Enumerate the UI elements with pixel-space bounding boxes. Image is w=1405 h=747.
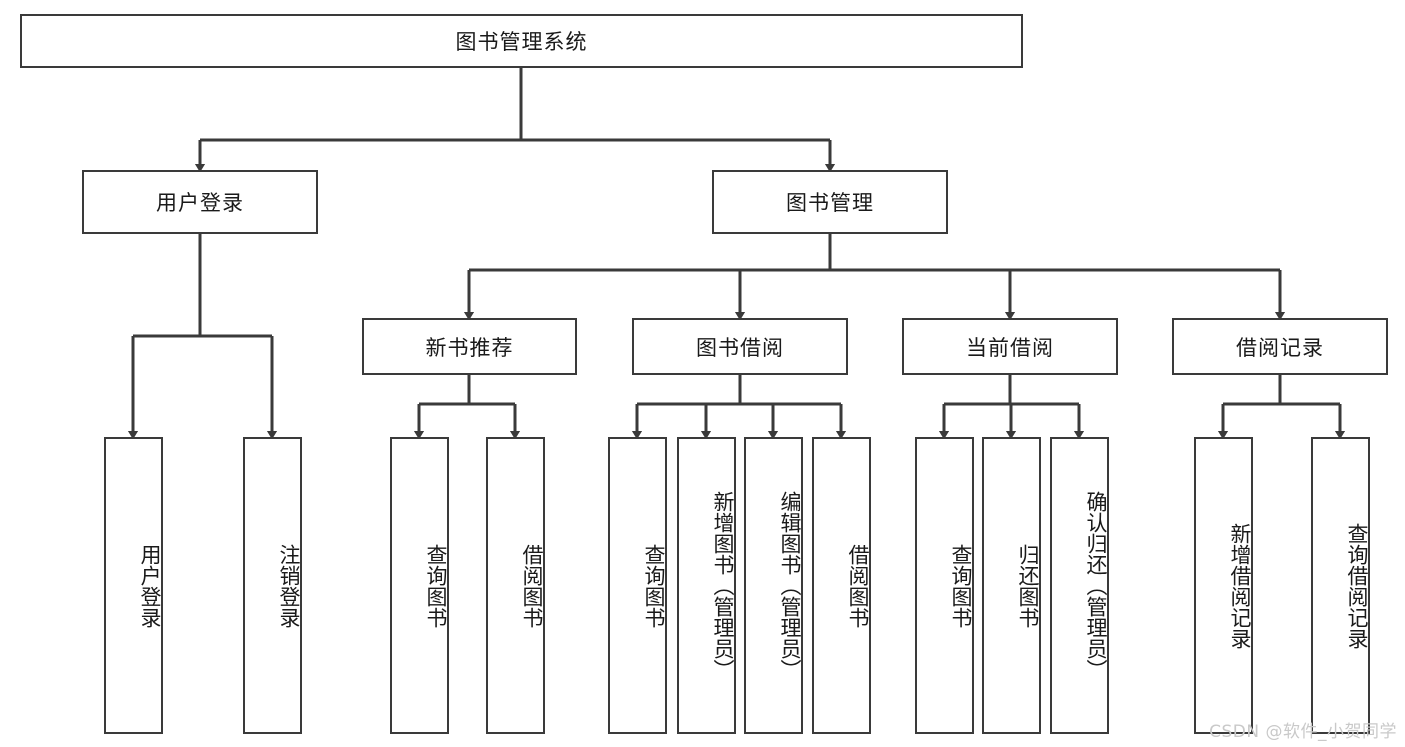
node-root-label: 图书管理系统 xyxy=(455,30,588,54)
leaf-current-confirm-return-label: 确认归还（管理员） xyxy=(1084,491,1108,680)
leaf-borrow-query[interactable]: 查询图书 xyxy=(608,437,667,734)
leaf-borrow-edit-book[interactable]: 编辑图书（管理员） xyxy=(744,437,803,734)
node-new-book-recommend-label: 新书推荐 xyxy=(425,335,514,360)
node-book-borrow[interactable]: 图书借阅 xyxy=(632,318,848,375)
leaf-user-login-signin-label: 用户登录 xyxy=(138,543,162,628)
leaf-borrow-borrow-book[interactable]: 借阅图书 xyxy=(812,437,871,734)
csdn-watermark: CSDN @软件_小贺同学 xyxy=(1209,722,1397,742)
node-current-borrow[interactable]: 当前借阅 xyxy=(902,318,1118,375)
node-current-borrow-label: 当前借阅 xyxy=(966,335,1054,360)
leaf-records-add[interactable]: 新增借阅记录 xyxy=(1194,437,1253,734)
node-user-login[interactable]: 用户登录 xyxy=(82,170,318,234)
leaf-current-return-label: 归还图书 xyxy=(1016,543,1040,628)
leaf-borrow-add-book-label: 新增图书（管理员） xyxy=(711,491,735,680)
node-root[interactable]: 图书管理系统 xyxy=(20,14,1023,68)
node-borrow-records-label: 借阅记录 xyxy=(1236,335,1324,360)
node-book-borrow-label: 图书借阅 xyxy=(696,335,784,360)
leaf-current-query-label: 查询图书 xyxy=(949,543,973,628)
leaf-new-book-borrow[interactable]: 借阅图书 xyxy=(486,437,545,734)
leaf-records-add-label: 新增借阅记录 xyxy=(1228,522,1252,649)
node-book-management-label: 图书管理 xyxy=(786,191,874,215)
leaf-user-login-signin[interactable]: 用户登录 xyxy=(104,437,163,734)
leaf-new-book-query-label: 查询图书 xyxy=(424,543,448,628)
leaf-current-query[interactable]: 查询图书 xyxy=(915,437,974,734)
leaf-user-login-signout[interactable]: 注销登录 xyxy=(243,437,302,734)
leaf-new-book-borrow-label: 借阅图书 xyxy=(520,543,544,628)
leaf-borrow-edit-book-label: 编辑图书（管理员） xyxy=(778,491,802,680)
leaf-records-query-label: 查询借阅记录 xyxy=(1345,522,1369,649)
leaf-records-query[interactable]: 查询借阅记录 xyxy=(1311,437,1370,734)
leaf-new-book-query[interactable]: 查询图书 xyxy=(390,437,449,734)
leaf-current-return[interactable]: 归还图书 xyxy=(982,437,1041,734)
leaf-current-confirm-return[interactable]: 确认归还（管理员） xyxy=(1050,437,1109,734)
node-new-book-recommend[interactable]: 新书推荐 xyxy=(362,318,577,375)
leaf-borrow-add-book[interactable]: 新增图书（管理员） xyxy=(677,437,736,734)
node-user-login-label: 用户登录 xyxy=(156,191,244,215)
leaf-user-login-signout-label: 注销登录 xyxy=(277,543,301,628)
leaf-borrow-query-label: 查询图书 xyxy=(642,543,666,628)
node-borrow-records[interactable]: 借阅记录 xyxy=(1172,318,1388,375)
node-book-management[interactable]: 图书管理 xyxy=(712,170,948,234)
leaf-borrow-borrow-book-label: 借阅图书 xyxy=(846,543,870,628)
